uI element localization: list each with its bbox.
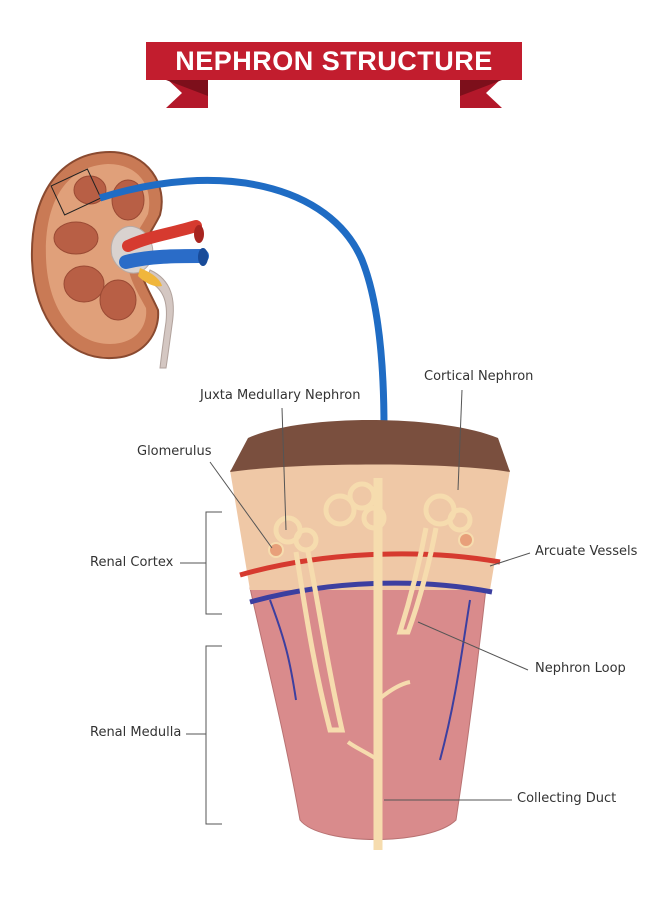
- banner-left-fold: [166, 80, 208, 96]
- label-juxta-medullary-nephron: Juxta Medullary Nephron: [200, 388, 361, 403]
- label-renal-medulla: Renal Medulla: [90, 725, 182, 740]
- leader-juxta: [281, 407, 287, 531]
- collecting-duct-branch-1: [376, 680, 411, 702]
- leader-cortical: [457, 389, 463, 491]
- leader-nephron-loop: [417, 621, 529, 671]
- bracket-renal-cortex: [205, 511, 222, 615]
- label-nephron-loop: Nephron Loop: [535, 661, 626, 676]
- collecting-duct-branch-2: [346, 740, 380, 762]
- zoom-arrow-shaft: [98, 177, 388, 429]
- region-brackets: [205, 511, 222, 825]
- arcuate-artery: [239, 551, 501, 578]
- renal-vein-end: [198, 248, 208, 266]
- medullary-vein-right: [439, 599, 471, 761]
- leader-arcuate: [489, 552, 531, 567]
- label-glomerulus: Glomerulus: [137, 444, 212, 459]
- banner-right-fold: [460, 80, 502, 96]
- title-banner: [146, 42, 522, 108]
- banner-ribbon: [146, 42, 522, 80]
- renal-vein: [119, 249, 209, 269]
- renal-capsule-top: [230, 420, 510, 472]
- page-title: NEPHRON STRUCTURE: [175, 46, 493, 76]
- label-cortical-nephron: Cortical Nephron: [424, 369, 534, 384]
- ureter: [145, 269, 174, 369]
- tissue-section: [230, 420, 510, 850]
- juxtamedullary-nephron: [273, 515, 346, 733]
- glomerulus-marker-left: [268, 542, 284, 558]
- cortical-nephron: [396, 493, 473, 635]
- leader-glomerulus: [209, 461, 273, 549]
- label-arcuate-vessels: Arcuate Vessels: [535, 544, 638, 559]
- renal-artery: [122, 220, 202, 252]
- leader-lines: [180, 389, 531, 801]
- label-renal-cortex: Renal Cortex: [90, 555, 174, 570]
- medullary-vein-left: [269, 599, 297, 701]
- renal-artery-end: [194, 225, 204, 243]
- label-collecting-duct: Collecting Duct: [517, 791, 617, 806]
- renal-medulla-tissue: [249, 587, 487, 840]
- bracket-renal-medulla: [205, 645, 222, 825]
- glomerulus-marker-right: [458, 532, 474, 548]
- kidney-highlight-box: [50, 168, 102, 216]
- adrenal-fat: [138, 268, 162, 287]
